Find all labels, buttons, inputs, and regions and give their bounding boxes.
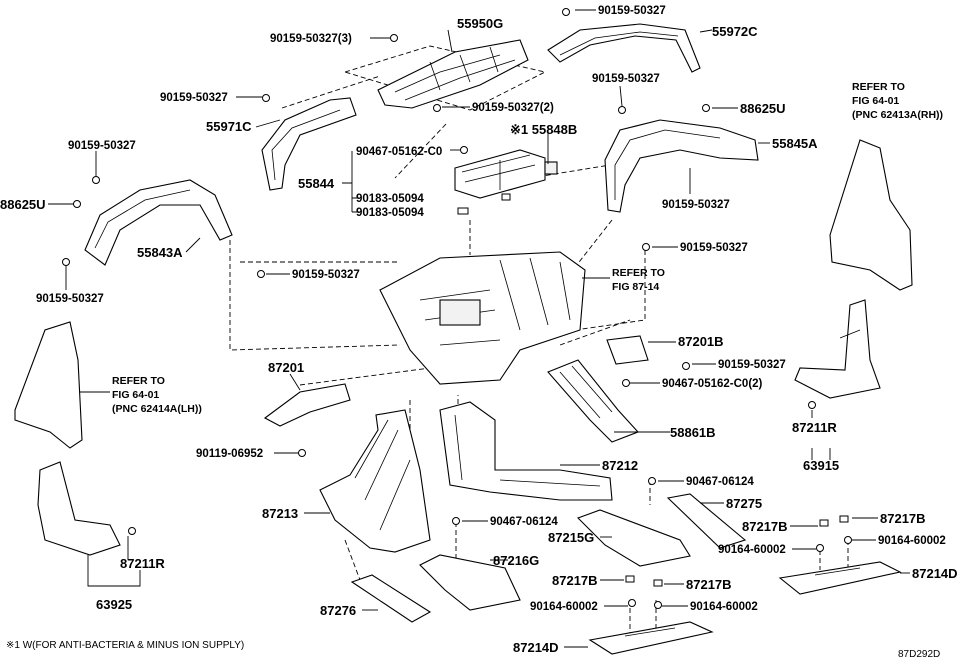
label-90159-50327-3: 90159-50327(3) [270, 33, 352, 45]
part-87201 [263, 383, 351, 427]
part-87214D-right [778, 561, 902, 595]
part-55972C-duct [547, 23, 701, 73]
label-90159-50327-2: 90159-50327(2) [472, 102, 554, 114]
label-90159-50327-f: 90159-50327 [680, 242, 748, 254]
label-55843A: 55843A [137, 245, 183, 260]
part-87276 [350, 574, 432, 623]
ref-lh-line1: REFER TO [112, 375, 165, 387]
label-63915: 63915 [803, 458, 839, 473]
label-90467-05162-C0: 90467-05162-C0 [356, 146, 442, 158]
part-58861B [547, 359, 639, 443]
part-55950G-duct [377, 39, 529, 109]
part-63925-bracket [37, 461, 121, 556]
label-90159-50327-d: 90159-50327 [68, 140, 136, 152]
label-87214D-bottom: 87214D [513, 640, 559, 655]
label-87211R-left: 87211R [120, 556, 165, 571]
label-90159-50327-top: 90159-50327 [598, 5, 666, 17]
ref-lh-line2: FIG 64-01 [112, 389, 159, 401]
label-55845A: 55845A [772, 136, 818, 151]
label-90164-60002-c: 90164-60002 [530, 601, 598, 613]
label-90159-50327-g: 90159-50327 [292, 269, 360, 281]
label-90467-06124-a: 90467-06124 [686, 476, 754, 488]
footnote: ※1 W(FOR ANTI-BACTERIA & MINUS ION SUPPL… [6, 640, 244, 651]
ref-lh-line3: (PNC 62414A(LH)) [112, 403, 202, 415]
part-87201B [606, 335, 649, 365]
label-90164-60002-a: 90164-60002 [718, 544, 786, 556]
label-88625U-left: 88625U [0, 197, 46, 212]
leader-lines [48, 9, 910, 648]
label-90119-06952: 90119-06952 [196, 448, 263, 460]
label-90164-60002-d: 90164-60002 [690, 601, 758, 613]
part-55971C-duct [261, 97, 357, 191]
reference-note-lh: REFER TO FIG 64-01 (PNC 62414A(LH)) [112, 375, 202, 415]
part-heater-unit [379, 251, 586, 385]
part-87215G [577, 509, 691, 567]
part-pillar-rh [829, 139, 913, 291]
ref-rh-line3: (PNC 62413A(RH)) [852, 109, 943, 121]
label-55848B: ※1 55848B [510, 122, 577, 137]
label-55950G: 55950G [457, 16, 503, 31]
label-63925: 63925 [96, 597, 132, 612]
fasteners [62, 8, 852, 609]
diagram-code: 87D292D [898, 649, 940, 660]
label-55971C: 55971C [206, 119, 252, 134]
label-87217B-b: 87217B [880, 511, 926, 526]
label-55844: 55844 [298, 176, 335, 191]
ref-rh-line1: REFER TO [852, 81, 905, 93]
label-90159-50327-c: 90159-50327 [662, 199, 730, 211]
label-90164-60002-b: 90164-60002 [878, 535, 946, 547]
label-90467-06124-b: 90467-06124 [490, 516, 558, 528]
label-90159-50327-b: 90159-50327 [592, 73, 660, 85]
label-87201B: 87201B [678, 334, 724, 349]
label-87213: 87213 [262, 506, 298, 521]
ref-fig87-line1: REFER TO [612, 267, 665, 279]
label-90159-50327-h: 90159-50327 [718, 359, 786, 371]
label-90467-05162-C0-2: 90467-05162-C0(2) [662, 378, 763, 390]
label-87217B-d: 87217B [686, 577, 732, 592]
part-87275 [666, 493, 747, 549]
part-87213-duct [319, 409, 431, 553]
label-87201: 87201 [268, 360, 304, 375]
part-55845A-duct [604, 119, 759, 213]
part-labels: 55950G 55972C 90159-50327(3) 90159-50327… [0, 5, 958, 655]
label-87217B-c: 87217B [552, 573, 598, 588]
reference-note-fig87: REFER TO FIG 87-14 [612, 267, 665, 293]
label-90183-05094-a: 90183-05094 [356, 193, 424, 205]
label-87212: 87212 [602, 458, 638, 473]
label-87214D-right: 87214D [912, 566, 958, 581]
part-87216G [419, 554, 521, 611]
label-87217B-a: 87217B [742, 519, 788, 534]
label-58861B: 58861B [670, 425, 716, 440]
ref-rh-line2: FIG 64-01 [852, 95, 899, 107]
part-55843A-duct [84, 179, 233, 266]
label-90183-05094-b: 90183-05094 [356, 207, 424, 219]
part-pillar-lh [14, 321, 83, 449]
label-88625U-right: 88625U [740, 101, 786, 116]
label-90159-50327-a: 90159-50327 [160, 92, 228, 104]
part-55844-register [454, 149, 558, 199]
part-87212-duct [439, 401, 613, 501]
label-87275: 87275 [726, 496, 762, 511]
label-87211R-right: 87211R [792, 420, 837, 435]
label-87276: 87276 [320, 603, 356, 618]
label-55972C: 55972C [712, 24, 758, 39]
part-63915-bracket [794, 299, 881, 399]
label-87215G: 87215G [548, 530, 594, 545]
ref-fig87-line2: FIG 87-14 [612, 281, 659, 293]
label-87216G: 87216G [493, 553, 539, 568]
reference-note-rh: REFER TO FIG 64-01 (PNC 62413A(RH)) [852, 81, 943, 121]
part-87214D-bottom [588, 621, 714, 655]
label-90159-50327-e: 90159-50327 [36, 293, 104, 305]
